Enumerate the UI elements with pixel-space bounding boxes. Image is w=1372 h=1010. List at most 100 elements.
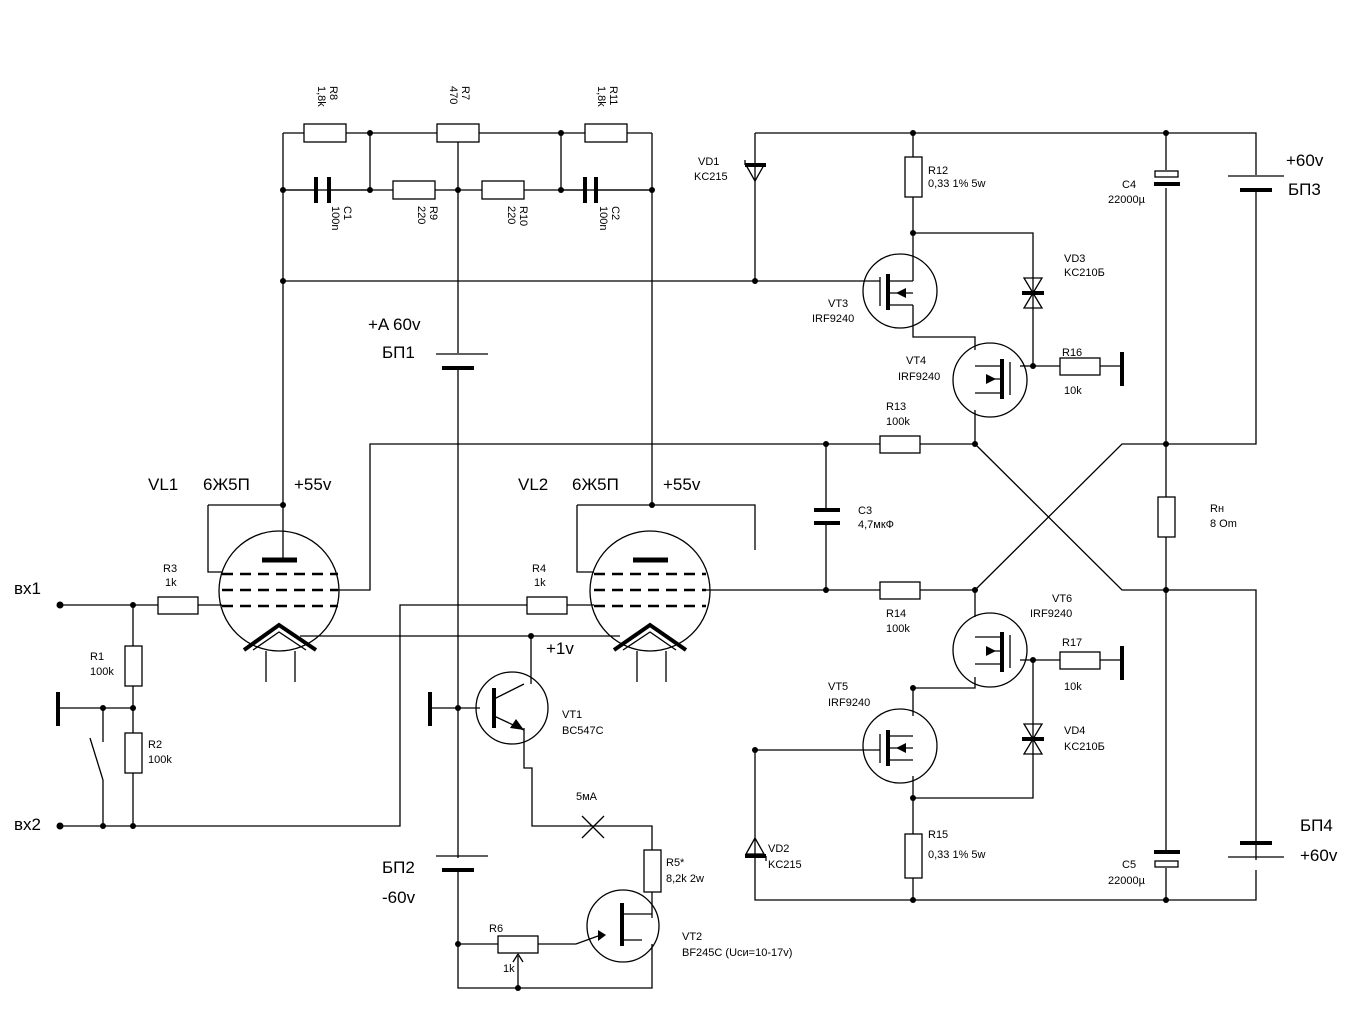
resistor-r7 bbox=[436, 123, 480, 143]
ground-bars bbox=[56, 352, 1124, 726]
wires bbox=[58, 132, 1257, 989]
junction-dots bbox=[56, 130, 1169, 991]
tube-vl1-volt: +55v bbox=[294, 475, 332, 494]
vt1-ref: VT1 bbox=[562, 709, 582, 721]
resistor-r10 bbox=[481, 180, 525, 200]
r5-ref: R5* bbox=[666, 857, 685, 869]
vt4-ref: VT4 bbox=[906, 355, 926, 367]
r17-value: 10k bbox=[1064, 681, 1082, 693]
resistors bbox=[124, 123, 1176, 963]
tube-vl1-ref: VL1 bbox=[148, 475, 178, 494]
vt2-value: BF245C (Uси=10-17v) bbox=[682, 947, 792, 959]
vt3-value: IRF9240 bbox=[812, 313, 854, 325]
r14-ref: R14 bbox=[886, 608, 906, 620]
c2-value: 100n bbox=[597, 206, 609, 230]
bp4-name: БП4 bbox=[1300, 816, 1333, 835]
input-label-1: вх1 bbox=[14, 579, 41, 598]
bp1-volt: +A 60v bbox=[368, 315, 421, 334]
vt1-value: BC547C bbox=[562, 725, 604, 737]
c3-value: 4,7мкФ bbox=[858, 519, 894, 531]
supplies bbox=[436, 175, 1284, 872]
r11-ref: R11 bbox=[607, 86, 619, 105]
capacitors bbox=[283, 170, 1180, 868]
r17-ref: R17 bbox=[1062, 637, 1082, 649]
r1-value: 100k bbox=[90, 666, 114, 678]
plus-1v-label: +1v bbox=[546, 639, 574, 658]
c2-ref: C2 bbox=[609, 206, 621, 220]
vt2-ref: VT2 bbox=[682, 931, 702, 943]
r4-ref: R4 bbox=[532, 563, 546, 575]
diode-vd3 bbox=[1022, 277, 1044, 309]
resistor-r15 bbox=[904, 833, 923, 879]
resistor-r14 bbox=[879, 581, 921, 600]
bp3-volt: +60v bbox=[1286, 151, 1324, 170]
c3-ref: C3 bbox=[858, 505, 872, 517]
vd2-value: KC215 bbox=[768, 859, 802, 871]
tube-vl1-type: 6Ж5П bbox=[203, 475, 250, 494]
resistor-r13 bbox=[879, 435, 921, 454]
input-label-2: вх2 bbox=[14, 815, 41, 834]
diode-vd1 bbox=[744, 160, 766, 183]
capacitor-c3 bbox=[814, 508, 840, 525]
capacitor-c4 bbox=[1154, 170, 1180, 186]
resistor-r5 bbox=[643, 849, 662, 893]
r4-value: 1k bbox=[534, 577, 546, 589]
bp4-volt: +60v bbox=[1300, 846, 1338, 865]
r3-ref: R3 bbox=[163, 563, 177, 575]
r2-ref: R2 bbox=[148, 739, 162, 751]
tube-vl2-volt: +55v bbox=[663, 475, 701, 494]
r9-ref: R9 bbox=[427, 206, 439, 220]
r15-value: 0,33 1% 5w bbox=[928, 849, 986, 861]
r8-ref: R8 bbox=[327, 86, 339, 100]
resistor-r16 bbox=[1059, 357, 1101, 376]
r11-value: 1,8k bbox=[595, 86, 607, 107]
transistor-vt2 bbox=[586, 889, 660, 963]
resistor-r4 bbox=[526, 596, 568, 615]
bp2-name: БП2 bbox=[382, 858, 415, 877]
resistor-r17 bbox=[1059, 651, 1101, 670]
tube-vl2-ref: VL2 bbox=[518, 475, 548, 494]
resistor-r6 bbox=[497, 935, 539, 954]
transistor-vt3 bbox=[862, 253, 938, 329]
resistor-r12 bbox=[904, 156, 923, 198]
r8-value: 1,8k bbox=[315, 86, 327, 107]
r10-value: 220 bbox=[505, 206, 517, 224]
resistor-r3 bbox=[157, 596, 199, 615]
c1-value: 100n bbox=[329, 206, 341, 230]
vd1-value: KC215 bbox=[694, 171, 728, 183]
bp2-volt: -60v bbox=[382, 888, 416, 907]
r13-ref: R13 bbox=[886, 401, 906, 413]
vt3-ref: VT3 bbox=[828, 298, 848, 310]
c1-ref: C1 bbox=[341, 206, 353, 220]
bp1-name: БП1 bbox=[382, 343, 415, 362]
r14-value: 100k bbox=[886, 623, 910, 635]
resistor-r1 bbox=[124, 645, 143, 687]
vt4-value: IRF9240 bbox=[898, 371, 940, 383]
vd3-value: KC210Б bbox=[1064, 267, 1105, 279]
vd2-ref: VD2 bbox=[768, 843, 789, 855]
r9-value: 220 bbox=[415, 206, 427, 224]
rn-value: 8 Om bbox=[1210, 518, 1237, 530]
r1-ref: R1 bbox=[90, 651, 104, 663]
current-break-mark bbox=[581, 815, 605, 839]
r7-ref: R7 bbox=[459, 86, 471, 100]
vt6-ref: VT6 bbox=[1052, 593, 1072, 605]
vt5-value: IRF9240 bbox=[828, 697, 870, 709]
c5-ref: C5 bbox=[1122, 859, 1136, 871]
transistor-vt1 bbox=[475, 671, 549, 745]
capacitor-c5 bbox=[1154, 850, 1180, 868]
vd4-ref: VD4 bbox=[1064, 725, 1085, 737]
r2-value: 100k bbox=[148, 754, 172, 766]
c4-value: 22000µ bbox=[1108, 194, 1146, 206]
r13-value: 100k bbox=[886, 416, 910, 428]
tube-vl1 bbox=[218, 530, 340, 682]
diode-vd4 bbox=[1022, 723, 1044, 755]
r16-value: 10k bbox=[1064, 385, 1082, 397]
r16-ref: R16 bbox=[1062, 347, 1082, 359]
vt5-ref: VT5 bbox=[828, 681, 848, 693]
vt6-value: IRF9240 bbox=[1030, 608, 1072, 620]
resistor-rn bbox=[1157, 496, 1176, 538]
tube-vl2-type: 6Ж5П bbox=[572, 475, 619, 494]
r6-ref: R6 bbox=[489, 923, 503, 935]
